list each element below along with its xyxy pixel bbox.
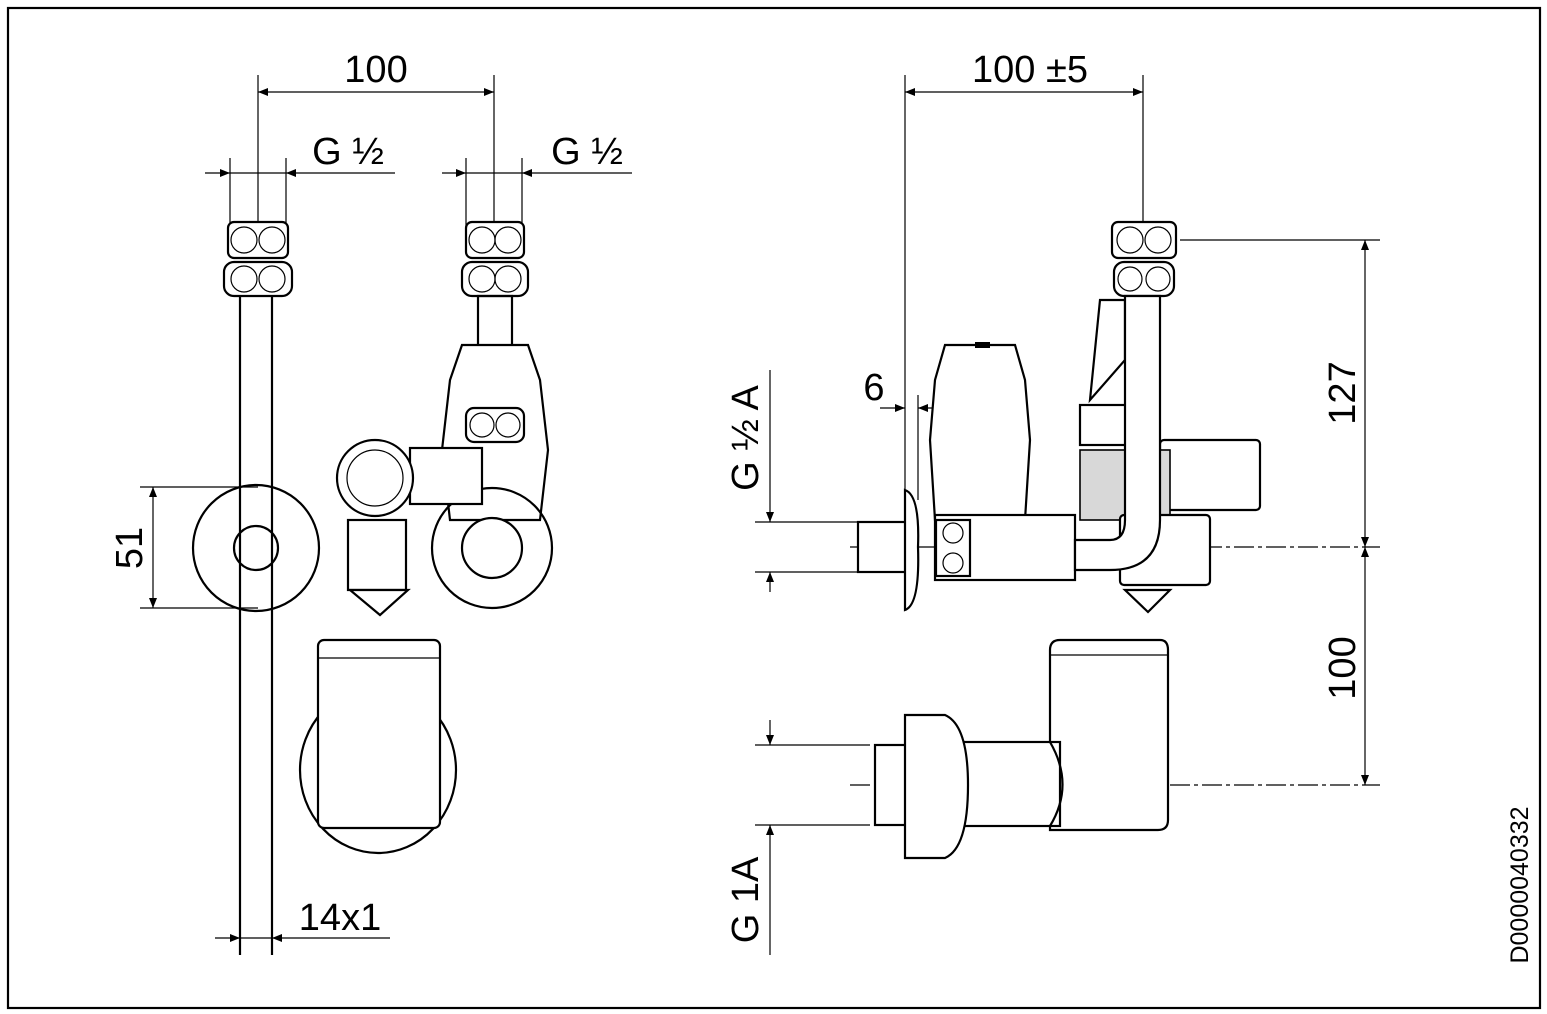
cover-cap-side (873, 638, 1170, 860)
dim-label: 127 (1322, 361, 1364, 424)
thread-label: G 1A (725, 856, 767, 943)
dim-label: 51 (109, 527, 151, 569)
drawing-frame (6, 6, 1542, 1010)
thread-label: G ½ A (725, 385, 767, 491)
dim-label: 100 (1322, 636, 1364, 699)
dimension-outlet-thread: G ½ A (725, 370, 870, 592)
dim-label: 100 (344, 49, 407, 91)
dimension-inlet-thread: G 1A (725, 720, 870, 955)
drawing-number: D0000040332 (1506, 806, 1534, 963)
cover-cap-front (298, 638, 458, 855)
thread-label: G ½ (312, 131, 384, 173)
thread-label: G ½ (551, 131, 623, 173)
dimension-offset: 6 (863, 367, 945, 500)
dim-label: 14x1 (299, 897, 381, 939)
dimension-thread-right: G ½ (442, 131, 632, 228)
dimension-thread-left: G ½ (205, 131, 395, 228)
mixing-valve-side (856, 220, 1262, 614)
dimension-rosette: 51 (109, 486, 258, 609)
front-view: 100 G ½ G ½ (109, 49, 632, 955)
dimension-pipe-size: 14x1 (215, 897, 390, 942)
side-view: 100 ±5 6 G ½ A 127 100 (725, 49, 1380, 955)
dimension-spacing-front: 100 (257, 49, 495, 228)
mixing-valve-front (335, 220, 554, 617)
dim-label: 100 ±5 (972, 49, 1088, 91)
dim-label: 6 (863, 367, 884, 409)
cold-water-pipe (191, 220, 321, 955)
